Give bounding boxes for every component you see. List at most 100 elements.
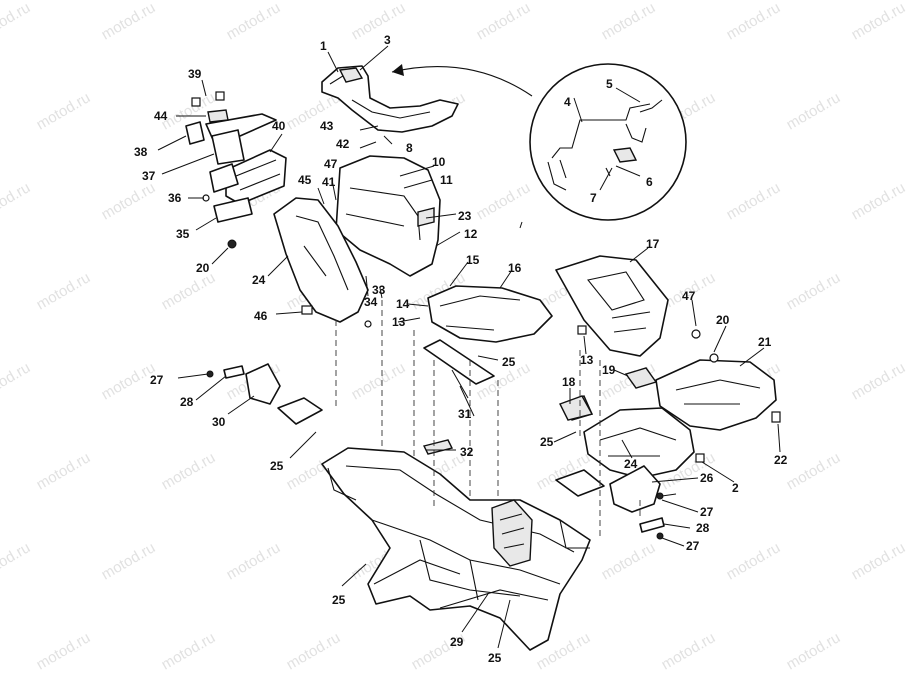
callout-11: 11 (440, 173, 453, 187)
callout-35: 35 (176, 227, 190, 241)
watermark-text: motod.ru (159, 449, 219, 493)
watermark-text: motod.ru (474, 0, 534, 43)
callout-24b: 24 (624, 457, 638, 471)
watermark-text: motod.ru (659, 629, 719, 673)
watermark-text: motod.ru (724, 539, 784, 583)
callout-13: 13 (392, 315, 406, 329)
callout-13b: 13 (580, 353, 594, 367)
callout-45: 45 (298, 173, 312, 187)
callout-8: 8 (406, 141, 413, 155)
storage-box-part (202, 149, 287, 249)
bracket-parts (185, 91, 277, 165)
callout-23: 23 (458, 209, 472, 223)
callout-16: 16 (508, 261, 522, 275)
watermark-text: motod.ru (34, 269, 94, 313)
callout-5: 5 (606, 77, 613, 91)
watermark-text: motod.ru (99, 179, 159, 223)
watermark-text: motod.ru (0, 539, 33, 583)
watermark-text: motod.ru (34, 449, 94, 493)
mud-flap-parts (206, 363, 665, 540)
callout-labels: 1 2 3 4 5 6 7 8 10 11 12 13 13 14 15 16 … (134, 33, 788, 665)
callout-39: 39 (188, 67, 202, 81)
callout-17: 17 (646, 237, 660, 251)
callout-42: 42 (336, 137, 350, 151)
callout-27c: 27 (686, 539, 700, 553)
watermark-text: motod.ru (159, 629, 219, 673)
watermark-text: motod.ru (599, 539, 659, 583)
watermark-text: motod.ru (99, 539, 159, 583)
watermark-text: motod.ru (849, 539, 906, 583)
callout-31: 31 (458, 407, 472, 421)
callout-10: 10 (432, 155, 446, 169)
callout-18: 18 (562, 375, 576, 389)
callout-29: 29 (450, 635, 464, 649)
callout-7: 7 (590, 191, 597, 205)
callout-46: 46 (254, 309, 268, 323)
callout-27: 27 (150, 373, 164, 387)
callout-25e: 25 (488, 651, 502, 665)
watermark-text: motod.ru (724, 179, 784, 223)
frame-part (321, 447, 591, 651)
callout-26: 26 (700, 471, 714, 485)
watermark-text: motod.ru (784, 629, 844, 673)
callout-2: 2 (732, 481, 739, 495)
watermark-text: motod.ru (159, 269, 219, 313)
side-panel-part (427, 285, 553, 343)
callout-47: 47 (324, 157, 338, 171)
watermark-text: motod.ru (34, 629, 94, 673)
callout-37: 37 (142, 169, 156, 183)
callout-41: 41 (322, 175, 336, 189)
callout-44: 44 (154, 109, 168, 123)
callout-21: 21 (758, 335, 772, 349)
watermark-text: motod.ru (849, 0, 906, 43)
watermark-text: motod.ru (224, 539, 284, 583)
callout-32: 32 (460, 445, 474, 459)
callout-20b: 20 (716, 313, 730, 327)
callout-19: 19 (602, 363, 616, 377)
seat-part (321, 65, 459, 133)
callout-24: 24 (252, 273, 266, 287)
callout-43: 43 (320, 119, 334, 133)
callout-28: 28 (180, 395, 194, 409)
watermark-text: motod.ru (724, 0, 784, 43)
callout-15: 15 (466, 253, 480, 267)
watermark-text: motod.ru (99, 0, 159, 43)
watermark-text: motod.ru (849, 179, 906, 223)
seat-latch-detail (529, 63, 687, 221)
callout-34: 34 (364, 295, 378, 309)
watermark-text: motod.ru (784, 449, 844, 493)
watermark-text: motod.ru (784, 89, 844, 133)
callout-25c: 25 (270, 459, 284, 473)
watermark-text: motod.ru (349, 0, 409, 43)
callout-33: 33 (372, 283, 386, 297)
callout-25: 25 (502, 355, 516, 369)
watermark-text: motod.ru (849, 359, 906, 403)
watermark-text: motod.ru (784, 269, 844, 313)
callout-27b: 27 (700, 505, 714, 519)
watermark-text: motod.ru (0, 0, 33, 43)
callout-25b: 25 (540, 435, 554, 449)
callout-36: 36 (168, 191, 182, 205)
watermark-text: motod.ru (0, 179, 33, 223)
callout-20: 20 (196, 261, 210, 275)
front-fairing-part (555, 255, 669, 357)
callout-25d: 25 (332, 593, 346, 607)
watermark-text: motod.ru (349, 359, 409, 403)
callout-47b: 47 (682, 289, 696, 303)
watermark-text: motod.ru (34, 89, 94, 133)
callout-6: 6 (646, 175, 653, 189)
watermark-text: motod.ru (474, 179, 534, 223)
callout-22: 22 (774, 453, 788, 467)
watermark-text: motod.ru (0, 359, 33, 403)
callout-12: 12 (464, 227, 478, 241)
callout-1: 1 (320, 39, 327, 53)
leader-lines (157, 45, 781, 649)
watermark-text: motod.ru (224, 0, 284, 43)
assembly-lines (335, 300, 641, 540)
callout-3: 3 (384, 33, 391, 47)
callout-40: 40 (272, 119, 286, 133)
watermark-text: motod.ru (284, 629, 344, 673)
callout-38: 38 (134, 145, 148, 159)
front-fender-right-part (624, 329, 781, 463)
